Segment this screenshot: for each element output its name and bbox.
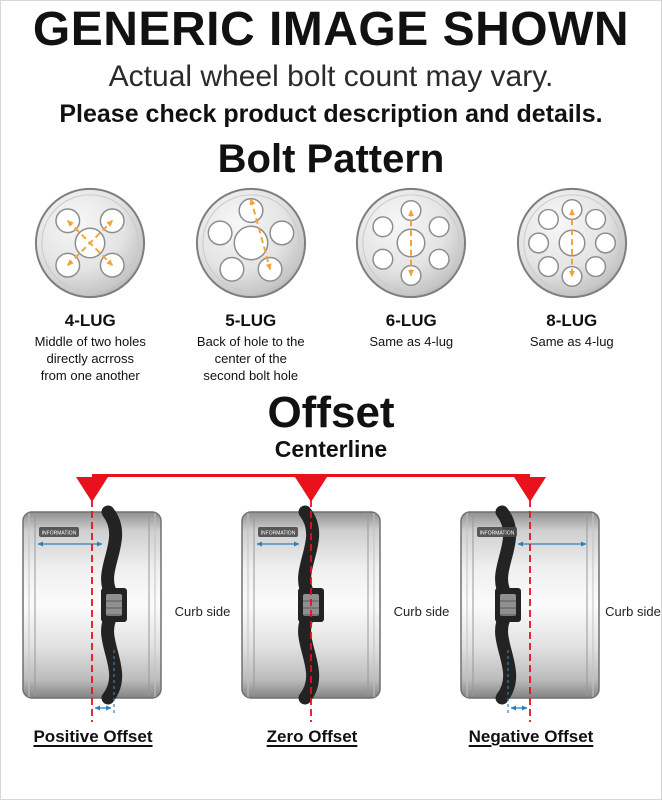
bolt-diagram-5lug-icon	[195, 188, 306, 299]
bolt-diagram-8lug-icon	[516, 188, 627, 299]
bolt-item-6lug: 6-LUG Same as 4-lug	[331, 184, 492, 384]
curb-side-label: Curb side	[174, 603, 231, 619]
lug-label: 5-LUG	[225, 311, 277, 331]
curb-side-label: Curb side	[393, 603, 450, 619]
centerline-line	[92, 473, 530, 477]
bolt-item-5lug: 5-LUG Back of hole to the center of the …	[171, 184, 332, 384]
svg-text:INFORMATION: INFORMATION	[480, 530, 515, 536]
wheel-negative-icon: INFORMATION	[460, 499, 600, 722]
bolt-item-8lug: 8-LUG Same as 4-lug	[492, 184, 653, 384]
offset-type-label-negative: Negative Offset	[468, 726, 594, 746]
svg-text:INFORMATION: INFORMATION	[42, 530, 77, 536]
bolt-pattern-row: 4-LUG Middle of two holes directly acrro…	[0, 184, 662, 384]
offset-type-label-zero: Zero Offset	[266, 726, 358, 746]
bolt-diagram-6lug-icon	[356, 188, 467, 299]
curb-side-label: Curb side	[605, 603, 661, 619]
lug-description: Same as 4-lug	[529, 334, 614, 350]
lug-description: Middle of two holes directly acrross fro…	[34, 334, 146, 383]
lug-label: 8-LUG	[546, 311, 598, 331]
wheel-cross-section-negative: INFORMATION	[456, 499, 606, 725]
subtitle: Actual wheel bolt count may vary.	[108, 59, 554, 93]
lug-label: 4-LUG	[64, 311, 116, 331]
offset-title: Offset	[267, 388, 395, 438]
wheel-positive-icon: INFORMATION	[22, 499, 162, 722]
bolt-item-4lug: 4-LUG Middle of two holes directly acrro…	[10, 184, 171, 384]
centerline-marker-icon	[76, 476, 108, 502]
wheel-cross-section-positive: INFORMATION	[18, 499, 168, 725]
centerline-label: Centerline	[274, 435, 388, 462]
centerline-marker-icon	[295, 476, 327, 502]
page-title: GENERIC IMAGE SHOWN	[32, 3, 630, 56]
offset-diagram: INFORMATION INFORM	[0, 466, 662, 756]
centerline-marker-icon	[514, 476, 546, 502]
bolt-diagram-4lug-icon	[35, 188, 146, 299]
wheel-zero-icon: INFORMATION	[241, 499, 381, 722]
wheel-cross-section-zero: INFORMATION	[237, 499, 387, 725]
svg-text:INFORMATION: INFORMATION	[261, 530, 296, 536]
bolt-pattern-title: Bolt Pattern	[217, 137, 445, 182]
offset-type-label-positive: Positive Offset	[33, 726, 153, 746]
note-text: Please check product description and det…	[59, 99, 603, 128]
lug-description: Same as 4-lug	[369, 334, 454, 350]
lug-description: Back of hole to the center of the second…	[196, 334, 305, 383]
lug-label: 6-LUG	[385, 311, 437, 331]
